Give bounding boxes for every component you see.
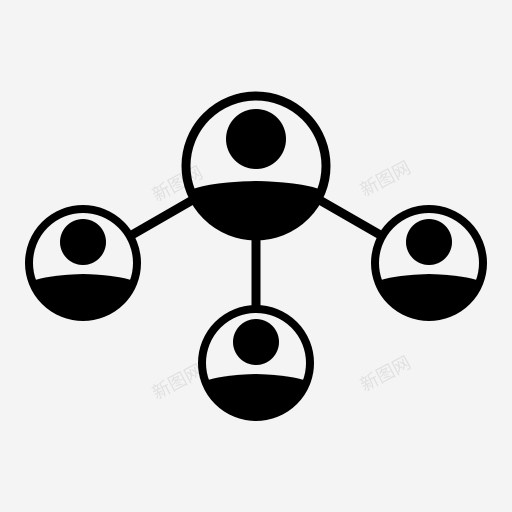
- connector-lines: [127, 194, 385, 308]
- user-body-bottom: [204, 374, 308, 415]
- user-head-left: [60, 219, 106, 265]
- user-head-right: [406, 219, 452, 265]
- user-avatar-right: [371, 205, 487, 321]
- user-body-right: [377, 274, 481, 315]
- user-avatar-bottom: [198, 305, 314, 421]
- connector-right: [313, 194, 385, 240]
- user-head-bottom: [233, 319, 279, 365]
- connector-left: [127, 194, 199, 240]
- user-avatar-top: [181, 91, 331, 241]
- user-head-top: [226, 109, 286, 169]
- user-avatar-left: [25, 205, 141, 321]
- user-body-left: [31, 274, 135, 315]
